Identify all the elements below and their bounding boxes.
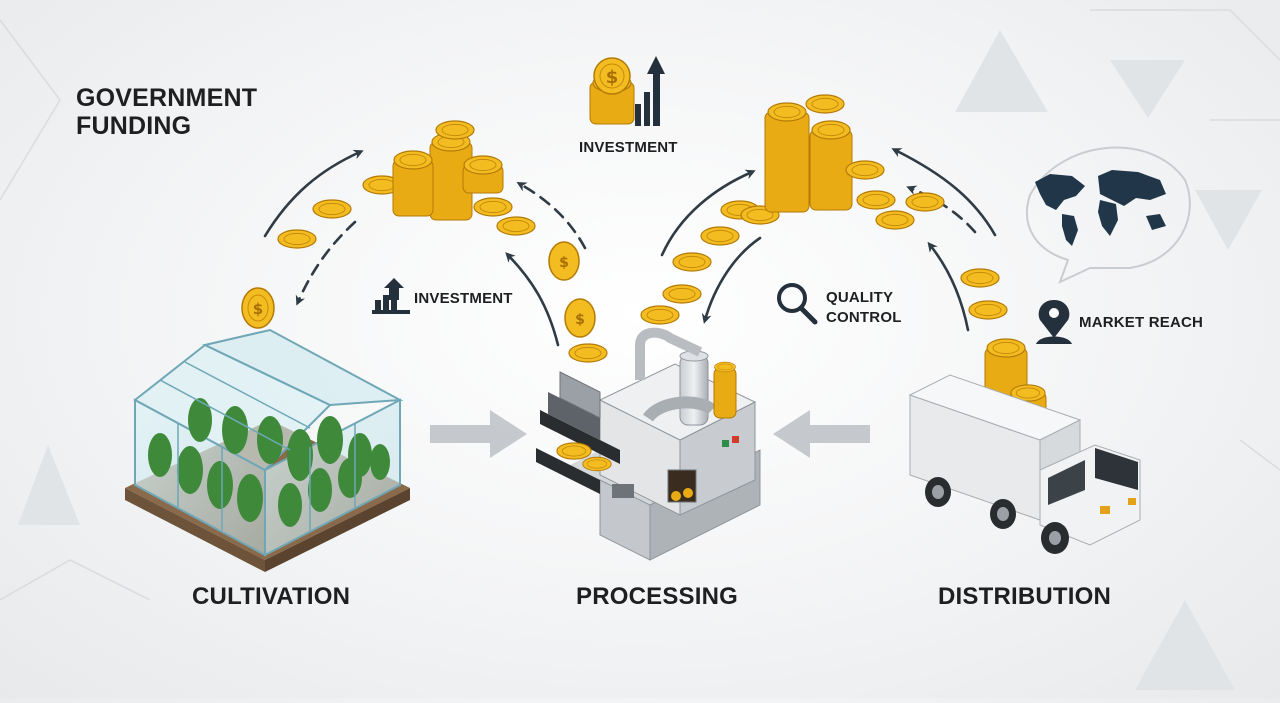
svg-text:$: $ bbox=[253, 300, 263, 318]
annotation-quality-control: QUALITY CONTROL bbox=[826, 289, 902, 326]
annotation-market-reach: MARKET REACH bbox=[1079, 314, 1204, 331]
svg-text:$: $ bbox=[559, 255, 569, 271]
coin-column-center-left: $ $ bbox=[548, 241, 608, 363]
background-shapes bbox=[18, 30, 1262, 690]
investment-arrow-icon bbox=[372, 278, 410, 314]
page-title: GOVERNMENT FUNDING bbox=[76, 84, 258, 140]
delivery-truck-icon bbox=[908, 374, 1141, 554]
flow-arrow-cultivation-to-processing bbox=[430, 410, 527, 458]
stage-label-processing: PROCESSING bbox=[576, 583, 739, 610]
stage-label-distribution: DISTRIBUTION bbox=[938, 583, 1112, 610]
growth-bars-icon bbox=[635, 56, 665, 126]
dollar-coin-icon: $ bbox=[589, 57, 635, 125]
location-pin-icon bbox=[1036, 300, 1072, 344]
world-map-icon bbox=[1025, 146, 1191, 284]
coin-stack-right-top bbox=[764, 94, 885, 213]
annotation-investment-left: INVESTMENT bbox=[414, 290, 513, 307]
background-lines bbox=[0, 9, 1280, 601]
greenhouse-icon bbox=[125, 328, 410, 572]
annotation-investment-top: INVESTMENT bbox=[579, 139, 678, 156]
coin-trail-center-right bbox=[640, 190, 1008, 325]
flow-arrow-distribution-to-processing bbox=[773, 410, 870, 458]
coin-stack-left-top bbox=[392, 120, 504, 221]
coin-single-left: $ bbox=[241, 287, 275, 329]
stage-label-cultivation: CULTIVATION bbox=[192, 583, 351, 610]
svg-text:$: $ bbox=[575, 312, 585, 328]
curved-arrows bbox=[263, 148, 997, 347]
processing-machine-icon bbox=[536, 327, 761, 561]
magnifier-icon bbox=[777, 283, 818, 325]
svg-text:$: $ bbox=[606, 67, 619, 88]
